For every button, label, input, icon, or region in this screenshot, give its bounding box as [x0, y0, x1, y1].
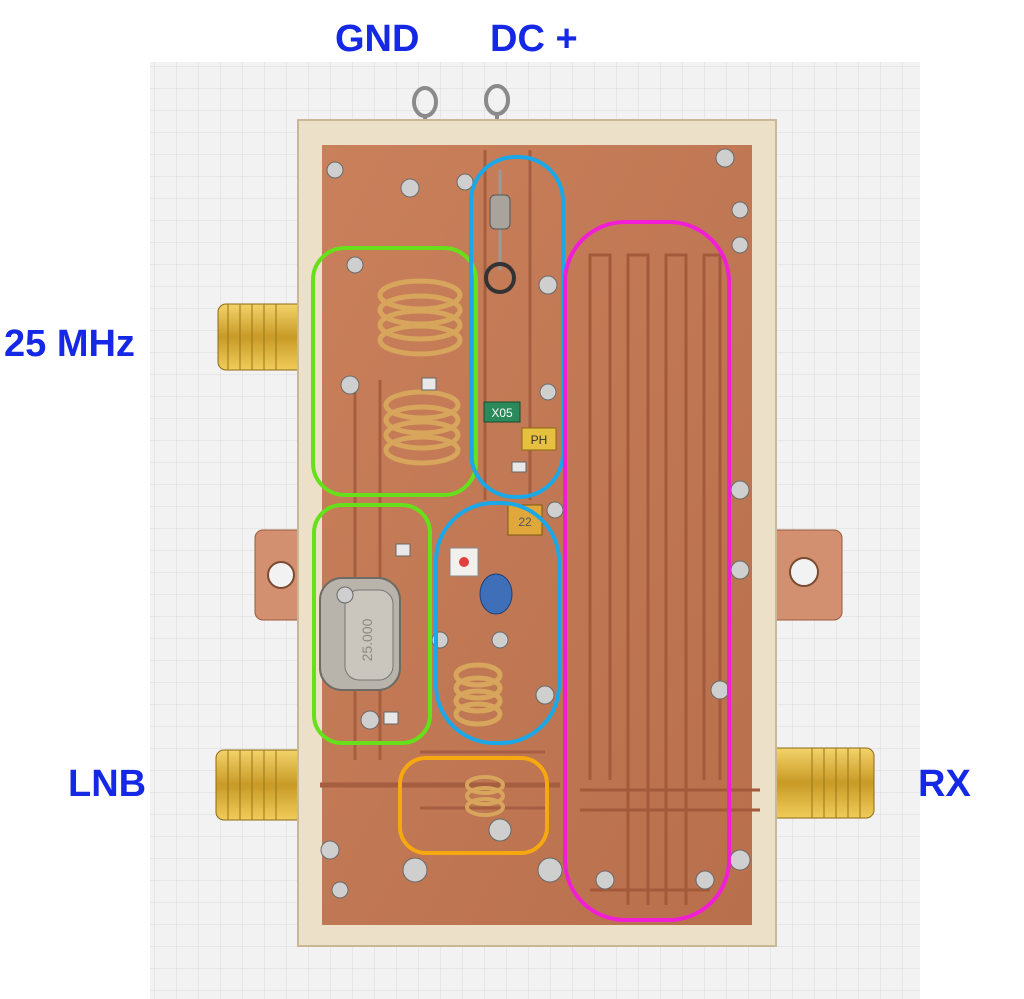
oscillator-filter-outline-green	[311, 246, 478, 497]
coil-lower	[453, 662, 503, 727]
25mhz-label: 25 MHz	[4, 323, 135, 365]
mixer-outline-orange	[398, 756, 549, 855]
gnd-label: GND	[335, 18, 420, 60]
sma-connector-lnb	[215, 749, 317, 821]
dc-plus-label: DC +	[490, 18, 578, 60]
lnb-label: LNB	[68, 763, 147, 805]
tantalum-capacitor: PH	[521, 427, 557, 451]
smd-diode: X05	[483, 401, 521, 423]
smd-part-2	[511, 461, 527, 473]
smd-part-3	[395, 543, 411, 557]
smd-part-4	[383, 711, 399, 725]
crystal-outline-green	[312, 503, 432, 745]
sma-connector-25mhz	[217, 303, 317, 371]
crystal-marking: 25.000	[359, 618, 375, 661]
coil-lnb	[465, 775, 505, 817]
ceramic-capacitor	[479, 573, 513, 615]
transistor-smd	[449, 547, 479, 577]
crystal-resonator: 25.000	[319, 577, 401, 691]
oscillator-outline-cyan	[434, 501, 561, 745]
tantalum-marking: PH	[531, 433, 548, 447]
filter-outline-magenta	[563, 220, 731, 922]
coil-upper	[377, 278, 463, 357]
coil-middle	[383, 389, 461, 466]
rx-label: RX	[918, 763, 971, 805]
tantalum-2-marking: 22	[518, 515, 532, 529]
smd-part-1	[421, 377, 437, 391]
mounting-tab-right	[759, 529, 843, 621]
diode-component	[484, 170, 516, 294]
smd-diode-marking: X05	[491, 406, 513, 420]
interdigital-filter-lines	[580, 253, 760, 905]
sma-connector-rx	[769, 747, 875, 819]
